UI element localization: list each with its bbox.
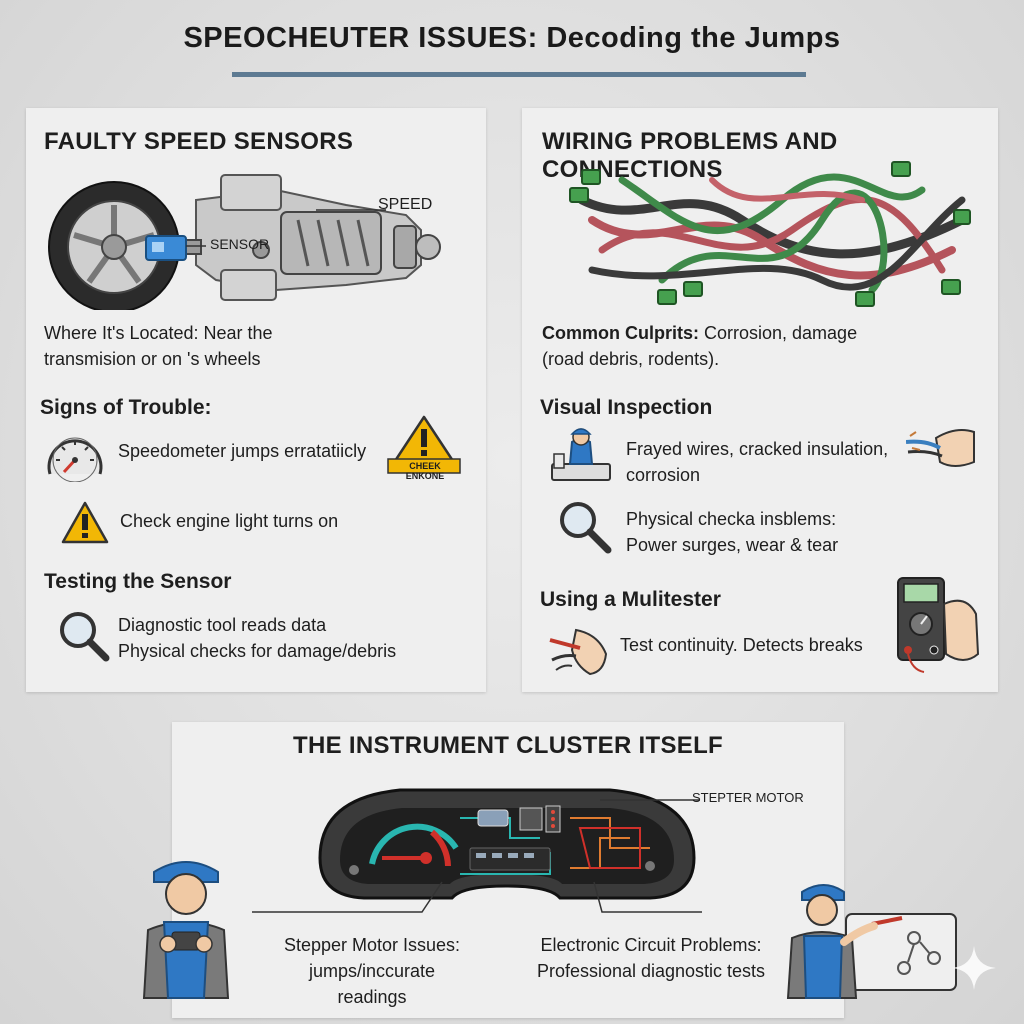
visual-frayed-text: Frayed wires, cracked insulation, bbox=[626, 439, 889, 459]
leader-lines bbox=[252, 881, 702, 913]
mechanic-icon bbox=[142, 861, 230, 999]
panel-heading: FAULTY SPEED SENSORS bbox=[44, 128, 354, 155]
magnifier-icon bbox=[560, 502, 612, 554]
circuit-title: Electronic Circuit Problems: bbox=[540, 935, 762, 955]
culprits-text: Common Culprits: Corrosion, damage (road… bbox=[542, 323, 858, 369]
multimeter-heading: Using a Mulitester bbox=[540, 588, 721, 611]
instrument-cluster-illustration bbox=[318, 788, 700, 900]
culprits-label: Common Culprits: bbox=[542, 323, 699, 343]
test-physical-text: Physical checks for damage/debris bbox=[118, 641, 397, 661]
location-text: Where It's Located: Near the transmision… bbox=[44, 323, 273, 369]
wire-harness-illustration bbox=[569, 161, 971, 307]
magnifier-icon bbox=[60, 612, 110, 662]
mechanic-icon bbox=[551, 428, 611, 481]
technician-icon bbox=[786, 884, 957, 999]
callout-stepper-motor: STEPTER MOTOR bbox=[692, 790, 804, 805]
hand-wires-icon bbox=[906, 429, 975, 467]
probe-hand-icon bbox=[549, 628, 608, 676]
stepper-motor-title: Stepper Motor Issues: bbox=[283, 935, 461, 955]
panel-instrument-cluster: THE INSTRUMENT CLUSTER ITSELF STEPTER MO… bbox=[172, 722, 844, 1018]
visual-heading: Visual Inspection bbox=[540, 396, 713, 419]
testing-heading: Testing the Sensor bbox=[44, 570, 232, 593]
signs-heading: Signs of Trouble: bbox=[40, 396, 212, 419]
visual-text: Frayed wires, cracked insulation, corros… bbox=[626, 439, 889, 485]
callout-sensor: SENSOR bbox=[210, 236, 270, 252]
speedometer-icon bbox=[47, 437, 103, 482]
multimeter-text: Test continuity. Detects breaks bbox=[620, 635, 863, 655]
panel-heading: THE INSTRUMENT CLUSTER ITSELF bbox=[292, 732, 724, 759]
multimeter-icon bbox=[897, 577, 980, 673]
check-engine-badge: CHEEK ENKONE bbox=[405, 461, 445, 481]
warning-icon bbox=[61, 501, 109, 544]
testing-text: Diagnostic tool reads data Physical chec… bbox=[118, 612, 396, 664]
panel-heading: WIRING PROBLEMS AND CONNECTIONS bbox=[542, 128, 838, 183]
stepper-motor-text: Stepper Motor Issues: jumps/inccurate re… bbox=[283, 935, 461, 1007]
wheel-transmission-illustration bbox=[48, 174, 441, 310]
warning-icon bbox=[387, 415, 461, 474]
sign-speedometer-text: Speedometer jumps erratatiicly bbox=[118, 441, 367, 461]
test-diagnostic-text: Diagnostic tool reads data bbox=[118, 615, 327, 635]
sparkle-icon bbox=[952, 946, 996, 990]
panel-speed-sensors: FAULTY SPEED SENSORS SPEED SENSOR bbox=[26, 108, 486, 692]
sign-check-engine-text: Check engine light turns on bbox=[120, 511, 339, 531]
panel-wiring: WIRING PROBLEMS AND CONNECTIONS Common C… bbox=[522, 108, 998, 692]
page-title: SPEOCHEUTER ISSUES: Decoding the Jumps bbox=[183, 22, 841, 54]
callout-speed: SPEED bbox=[378, 196, 433, 213]
physical-text: Physical checka insblems: Power surges, … bbox=[626, 509, 839, 555]
circuit-text: Electronic Circuit Problems: Professiona… bbox=[536, 935, 766, 981]
location-label: Where It's Located: bbox=[44, 323, 199, 343]
title-underline bbox=[232, 72, 806, 77]
physical-checks-text: Physical checka insblems: bbox=[626, 509, 837, 529]
